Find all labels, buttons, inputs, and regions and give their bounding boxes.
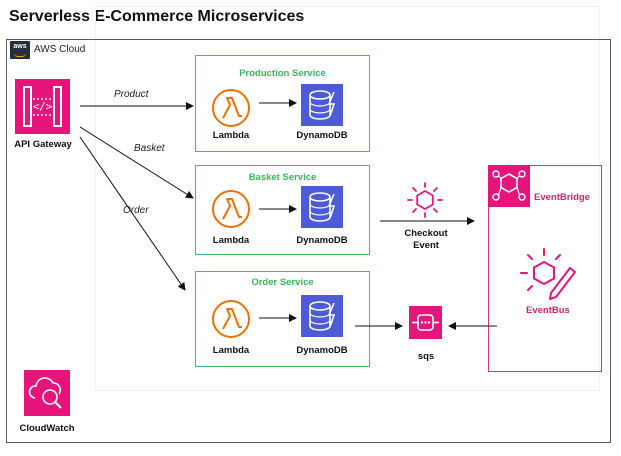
api-gateway-label: API Gateway <box>14 139 72 150</box>
aws-logo-icon: aws <box>10 41 30 59</box>
arrow-order <box>79 136 186 291</box>
basket-service-title: Basket Service <box>248 172 317 183</box>
eventbus-label: EventBus <box>526 305 570 316</box>
order-service-title: Order Service <box>251 277 314 288</box>
lambda-label: Lambda <box>212 235 250 246</box>
lambda-icon[interactable] <box>211 189 251 229</box>
arrow-basket <box>79 126 194 199</box>
dynamodb-icon[interactable] <box>301 295 343 337</box>
edge-label-order: Order <box>123 205 149 216</box>
eventbridge-icon[interactable] <box>488 165 530 207</box>
dynamodb-label: DynamoDB <box>296 130 348 141</box>
lambda-icon[interactable] <box>211 299 251 339</box>
edge-label-basket: Basket <box>134 143 165 154</box>
api-gateway-icon[interactable]: </> <box>15 79 70 134</box>
eventbridge-group <box>488 165 602 372</box>
cloudwatch-label: CloudWatch <box>19 423 75 434</box>
production-service-title: Production Service <box>239 68 326 79</box>
dynamodb-label: DynamoDB <box>296 345 348 356</box>
cloudwatch-icon[interactable] <box>24 370 70 416</box>
dynamodb-icon[interactable] <box>301 84 343 126</box>
dynamodb-label: DynamoDB <box>296 235 348 246</box>
lambda-icon[interactable] <box>211 88 251 128</box>
sqs-label: sqs <box>417 351 435 362</box>
aws-cloud-group <box>6 39 611 443</box>
order-service-group <box>195 271 370 367</box>
checkout-event-label-line1: Checkout <box>404 228 448 239</box>
production-service-group <box>195 55 370 152</box>
lambda-label: Lambda <box>212 130 250 141</box>
page-title: Serverless E-Commerce Microservices <box>9 8 305 25</box>
background-ghost-frame <box>95 6 600 391</box>
basket-service-group <box>195 165 370 255</box>
dynamodb-icon[interactable] <box>301 186 343 228</box>
svg-text:</>: </> <box>33 100 53 113</box>
aws-cloud-label: AWS Cloud <box>34 44 86 55</box>
lambda-label: Lambda <box>212 345 250 356</box>
edge-label-product: Product <box>114 89 149 100</box>
checkout-event-label-line2: Event <box>413 240 439 251</box>
checkout-event-icon[interactable] <box>407 182 443 218</box>
sqs-icon[interactable] <box>409 306 442 339</box>
eventbus-icon[interactable] <box>518 246 578 302</box>
eventbridge-label: EventBridge <box>534 192 590 203</box>
